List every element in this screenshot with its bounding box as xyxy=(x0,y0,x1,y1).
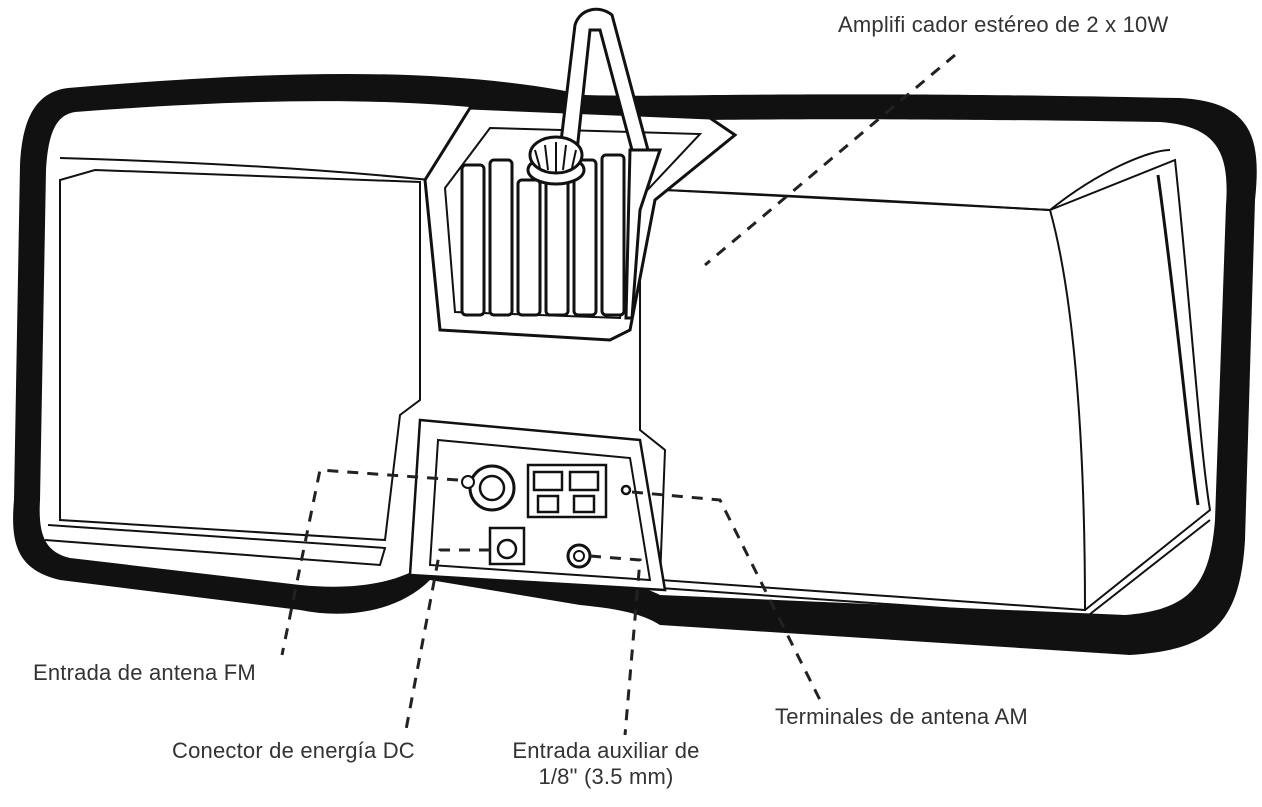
carry-handle xyxy=(558,7,650,163)
volume-knob xyxy=(526,135,586,186)
am-terminal-right xyxy=(568,470,600,492)
dc-jack-hole xyxy=(496,538,518,560)
aux-jack-inner xyxy=(573,550,585,562)
leader-amplifier xyxy=(704,53,956,267)
am-antenna-callout: Terminales de antena AM xyxy=(775,704,1028,729)
dc-power-jack xyxy=(488,526,526,566)
am-terminal-right-lower xyxy=(572,494,596,514)
am-antenna-terminals xyxy=(526,463,632,519)
leader-am xyxy=(631,490,822,701)
dc-power-callout: Conector de energía DC xyxy=(172,738,415,763)
fin xyxy=(516,178,542,317)
fm-jack-inner xyxy=(478,474,506,502)
fin xyxy=(460,163,486,317)
amplifier-callout: Amplifi cador estéreo de 2 x 10W xyxy=(838,12,1169,37)
aux-input-jack xyxy=(566,543,592,569)
leader-aux xyxy=(589,554,642,736)
knob-ridges xyxy=(534,142,577,172)
fin xyxy=(572,158,598,317)
heatsink-fins xyxy=(460,148,663,320)
aux-input-callout: Entrada auxiliar de 1/8" (3.5 mm) xyxy=(486,738,726,790)
fin xyxy=(600,153,626,317)
aux-input-callout-line2: 1/8" (3.5 mm) xyxy=(538,764,674,789)
right-panel xyxy=(639,189,1087,612)
am-terminal-left-lower xyxy=(536,494,560,514)
left-panel xyxy=(59,168,421,542)
fin xyxy=(488,158,514,317)
top-edge xyxy=(59,157,431,181)
speaker-body xyxy=(39,101,1227,616)
leader-fm xyxy=(280,468,459,656)
fm-jack-side xyxy=(461,475,475,489)
right-side-face xyxy=(1049,158,1212,611)
fin xyxy=(544,178,570,317)
right-side-inner xyxy=(1156,174,1200,506)
left-bottom-ledge xyxy=(44,524,387,567)
right-bottom-ledge xyxy=(659,519,1211,620)
am-screw xyxy=(620,484,632,496)
fm-antenna-callout: Entrada de antena FM xyxy=(33,660,256,685)
aux-input-callout-line1: Entrada auxiliar de xyxy=(512,738,700,763)
am-terminal-left xyxy=(532,470,564,492)
fin xyxy=(624,148,663,320)
leader-dc xyxy=(403,548,490,736)
fm-antenna-jack xyxy=(461,464,516,512)
